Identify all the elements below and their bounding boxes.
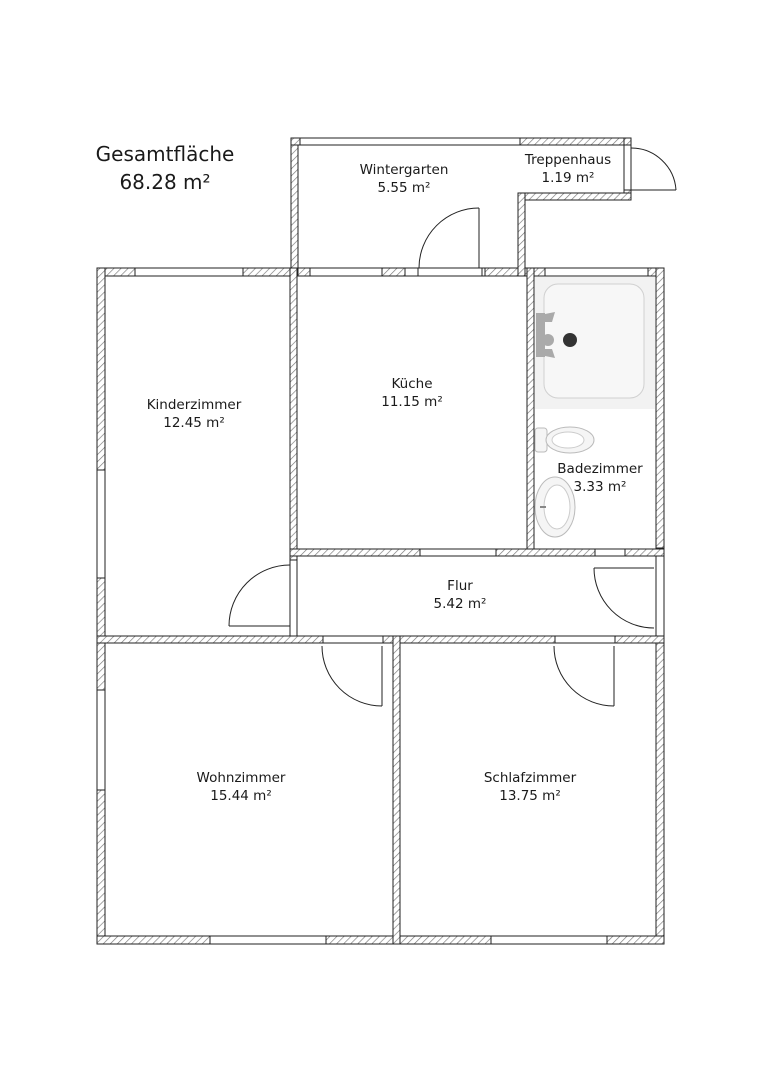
room-schlafzimmer: Schlafzimmer 13.75 m² bbox=[484, 769, 576, 805]
shower-drain-icon bbox=[563, 333, 577, 347]
room-area: 1.19 m² bbox=[541, 170, 595, 186]
total-area: Gesamtfläche 68.28 m² bbox=[80, 140, 250, 196]
bathroom-fixtures bbox=[534, 277, 655, 538]
total-area-title: Gesamtfläche bbox=[95, 142, 235, 166]
room-kinderzimmer: Kinderzimmer 12.45 m² bbox=[147, 396, 242, 432]
room-flur: Flur 5.42 m² bbox=[434, 577, 487, 613]
room-treppenhaus: Treppenhaus 1.19 m² bbox=[525, 151, 611, 187]
door-swings bbox=[228, 147, 677, 707]
room-wintergarten: Wintergarten 5.55 m² bbox=[360, 161, 449, 197]
room-area: 11.15 m² bbox=[381, 394, 443, 410]
door-openings bbox=[289, 144, 632, 644]
shower-tap bbox=[536, 313, 545, 357]
total-area-value: 68.28 m² bbox=[119, 170, 211, 194]
room-badezimmer: Badezimmer 3.33 m² bbox=[557, 460, 642, 496]
room-name: Kinderzimmer bbox=[146, 397, 242, 413]
room-area: 13.75 m² bbox=[499, 788, 561, 804]
room-name: Wohnzimmer bbox=[196, 770, 286, 786]
room-area: 5.42 m² bbox=[433, 596, 487, 612]
room-name: Treppenhaus bbox=[524, 152, 612, 168]
room-name: Küche bbox=[391, 376, 433, 392]
room-name: Badezimmer bbox=[557, 461, 643, 477]
shower-tray bbox=[543, 283, 645, 399]
toilet-tank bbox=[534, 427, 548, 453]
exterior-walls bbox=[96, 137, 665, 945]
room-kueche: Küche 11.15 m² bbox=[381, 375, 443, 411]
room-name: Wintergarten bbox=[359, 162, 449, 178]
windows bbox=[96, 137, 665, 945]
room-area: 3.33 m² bbox=[573, 479, 627, 495]
room-area: 15.44 m² bbox=[210, 788, 272, 804]
room-area: 5.55 m² bbox=[377, 180, 431, 196]
room-wohnzimmer: Wohnzimmer 15.44 m² bbox=[197, 769, 286, 805]
room-area: 12.45 m² bbox=[163, 415, 225, 431]
room-name: Flur bbox=[447, 578, 473, 594]
room-name: Schlafzimmer bbox=[483, 770, 577, 786]
